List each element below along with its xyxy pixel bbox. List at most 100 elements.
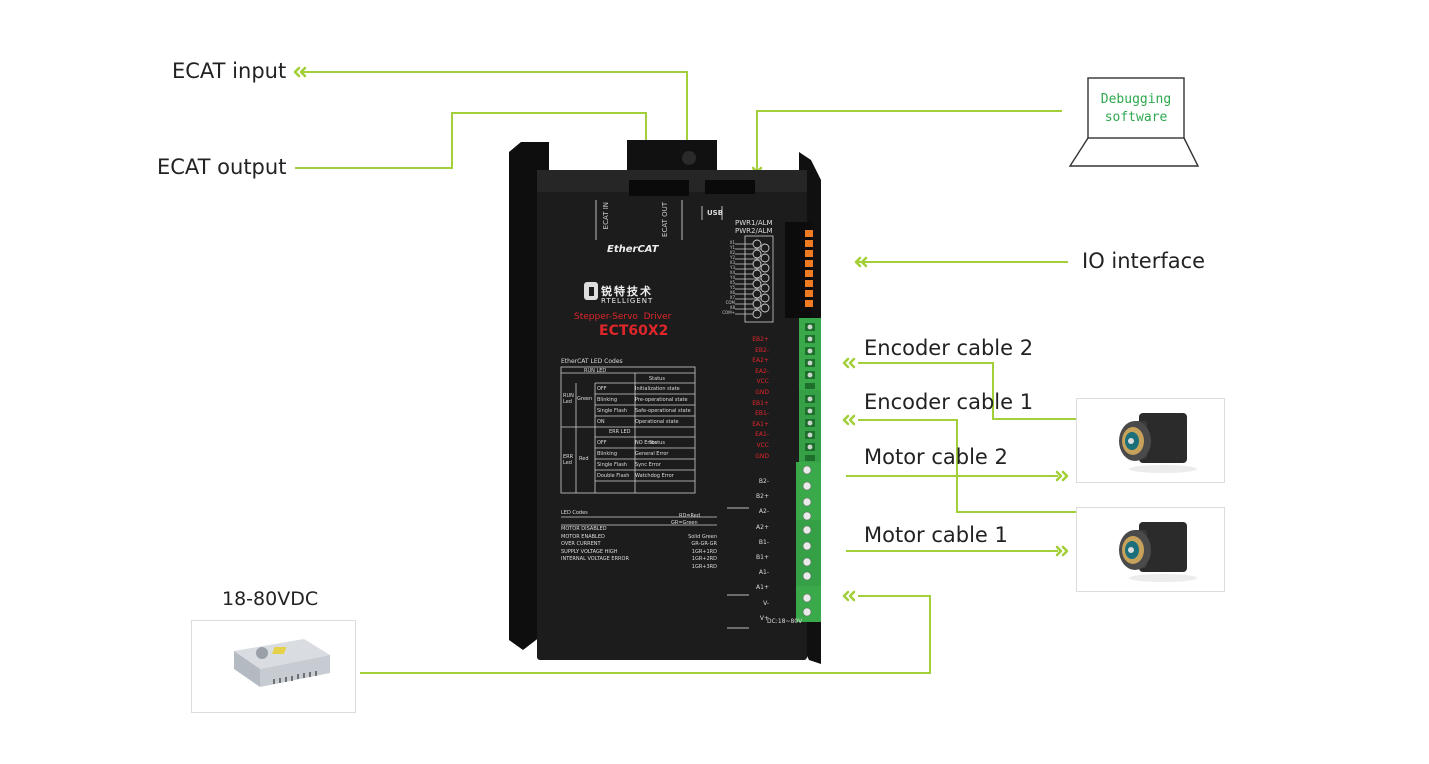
led-code-row: OVER CURRENT GR-GR-GR — [561, 541, 717, 549]
encoder-pin-label: GND — [755, 452, 769, 460]
driver-body — [509, 140, 821, 664]
led-code-name: OVER CURRENT — [561, 541, 601, 548]
run-led-name: RUN Led — [563, 393, 574, 405]
motor-pin-label: V- — [763, 599, 769, 607]
motor-pin-label: V+ — [759, 614, 769, 622]
led-code-name: SUPPLY VOLTAGE HIGH — [561, 548, 618, 555]
arrow-icon — [842, 357, 856, 369]
run-led-color: Green — [577, 396, 593, 402]
io-pin-label: COM+ — [722, 310, 735, 315]
laptop-text-line1: Debugging — [1101, 92, 1171, 107]
led-code-name: INTERNAL VOLTAGE ERROR — [561, 556, 629, 563]
encoder-pin-label: EA2- — [755, 367, 769, 375]
err-status-header: Status — [649, 440, 665, 446]
ethercat-logo: EtherCAT — [607, 244, 659, 255]
power-supply-image — [191, 620, 356, 713]
pwr1-label: PWR1/ALM — [735, 219, 773, 227]
led-code-row: 1GR+3RD — [561, 564, 717, 572]
model-text: ECT60X2 — [599, 323, 669, 339]
motor-2-image — [1076, 398, 1225, 483]
io-pin-label: X7 — [729, 295, 735, 300]
io-pin-label: X6 — [729, 290, 735, 295]
encoder-pin-label: GND — [755, 388, 769, 396]
run-led-header: RUN LED — [584, 368, 607, 374]
led-mode: Blinking — [597, 397, 618, 403]
led-code-value: GR-GR-GR — [691, 541, 717, 548]
io-pin-label: X2 — [729, 250, 735, 255]
led-codes-legend-2: GR=Green — [671, 520, 698, 526]
led-code-name: MOTOR ENABLED — [561, 533, 605, 540]
encoder-pin-label: EA2+ — [752, 357, 769, 365]
io-pin-label: X8 — [729, 305, 735, 310]
err-led-color: Red — [579, 456, 589, 462]
motor-cable-2-label: Motor cable 2 — [864, 445, 1008, 469]
encoder-cable-1-label: Encoder cable 1 — [864, 390, 1034, 414]
power-voltage-label: 18-80VDC — [222, 588, 319, 610]
motor-1-image — [1076, 507, 1225, 592]
encoder-pin-label: EB1+ — [752, 399, 769, 407]
led-codes-legend-1: RD=Red — [679, 513, 701, 519]
motor-pin-label: A2+ — [756, 523, 769, 531]
led-status: Watchdog Error — [635, 473, 674, 479]
stepper-servo-driver: ECAT IN ECAT OUT USB EtherCAT 锐特技术 RTELL… — [509, 140, 821, 664]
io-pin-label: X4 — [729, 270, 735, 275]
led-code-value: 1GR+3RD — [691, 563, 717, 570]
encoder-pin-label: VCC — [756, 378, 769, 386]
motor-pin-label: B1- — [758, 538, 769, 546]
io-pin-label: Y2 — [730, 255, 735, 260]
arrow-icon — [842, 414, 856, 426]
dc-range-label: DC:18~80V — [767, 618, 803, 625]
arrow-icon — [854, 256, 868, 268]
io-interface-label: IO interface — [1082, 249, 1206, 273]
io-pin-label: X5 — [729, 280, 735, 285]
ecat-output-label: ECAT output — [157, 155, 287, 179]
brand-en-text: RTELLIGENT — [601, 297, 654, 305]
brand-cn-text: 锐特技术 — [601, 285, 653, 298]
encoder-pin-label: EA1+ — [752, 420, 769, 428]
led-table-row: Double Flash Watchdog Error — [597, 471, 695, 482]
arrow-icon — [1055, 545, 1069, 557]
led-status: Safe-operational state — [635, 408, 691, 414]
led-table-title: EtherCAT LED Codes — [561, 358, 623, 365]
io-pin-label: Y3 — [730, 265, 735, 270]
stepper-motor-icon — [1119, 413, 1197, 473]
led-status: Initialization state — [635, 386, 680, 392]
led-mode: OFF — [597, 440, 607, 446]
encoder-pin-label: EA1- — [755, 431, 769, 439]
usb-port-label: USB — [707, 209, 724, 217]
power-supply-icon — [234, 639, 330, 687]
arrow-icon — [1055, 470, 1069, 482]
io-pin-label: Y1 — [730, 245, 735, 250]
motor-pin-label: B2+ — [756, 493, 769, 501]
ecat-out-port-label: ECAT OUT — [661, 202, 669, 237]
pwr2-label: PWR2/ALM — [735, 227, 773, 235]
led-mode: Blinking — [597, 451, 618, 457]
led-codes-title: LED Codes — [561, 510, 588, 516]
ecat-in-port-label: ECAT IN — [602, 202, 610, 230]
led-mode: Single Flash — [597, 462, 628, 468]
led-status: Sync Error — [635, 462, 661, 468]
encoder-pin-label: EB1- — [755, 410, 769, 418]
motor-pin-label: A1- — [758, 569, 769, 577]
io-pin-label: Y5 — [730, 285, 735, 290]
err-led-name: ERR Led — [563, 454, 574, 466]
encoder-pin-label: EB2+ — [752, 336, 769, 343]
product-type-text: Stepper-Servo Driver — [574, 312, 672, 322]
led-mode: Double Flash — [597, 473, 630, 479]
laptop-text-line2: software — [1105, 110, 1168, 125]
led-mode: Single Flash — [597, 408, 628, 414]
led-code-row: MOTOR DISABLED — [561, 526, 717, 534]
motor-pin-labels: B2-B2+A2-A2+B1-B1+A1-A1+V-V+ — [749, 474, 769, 626]
